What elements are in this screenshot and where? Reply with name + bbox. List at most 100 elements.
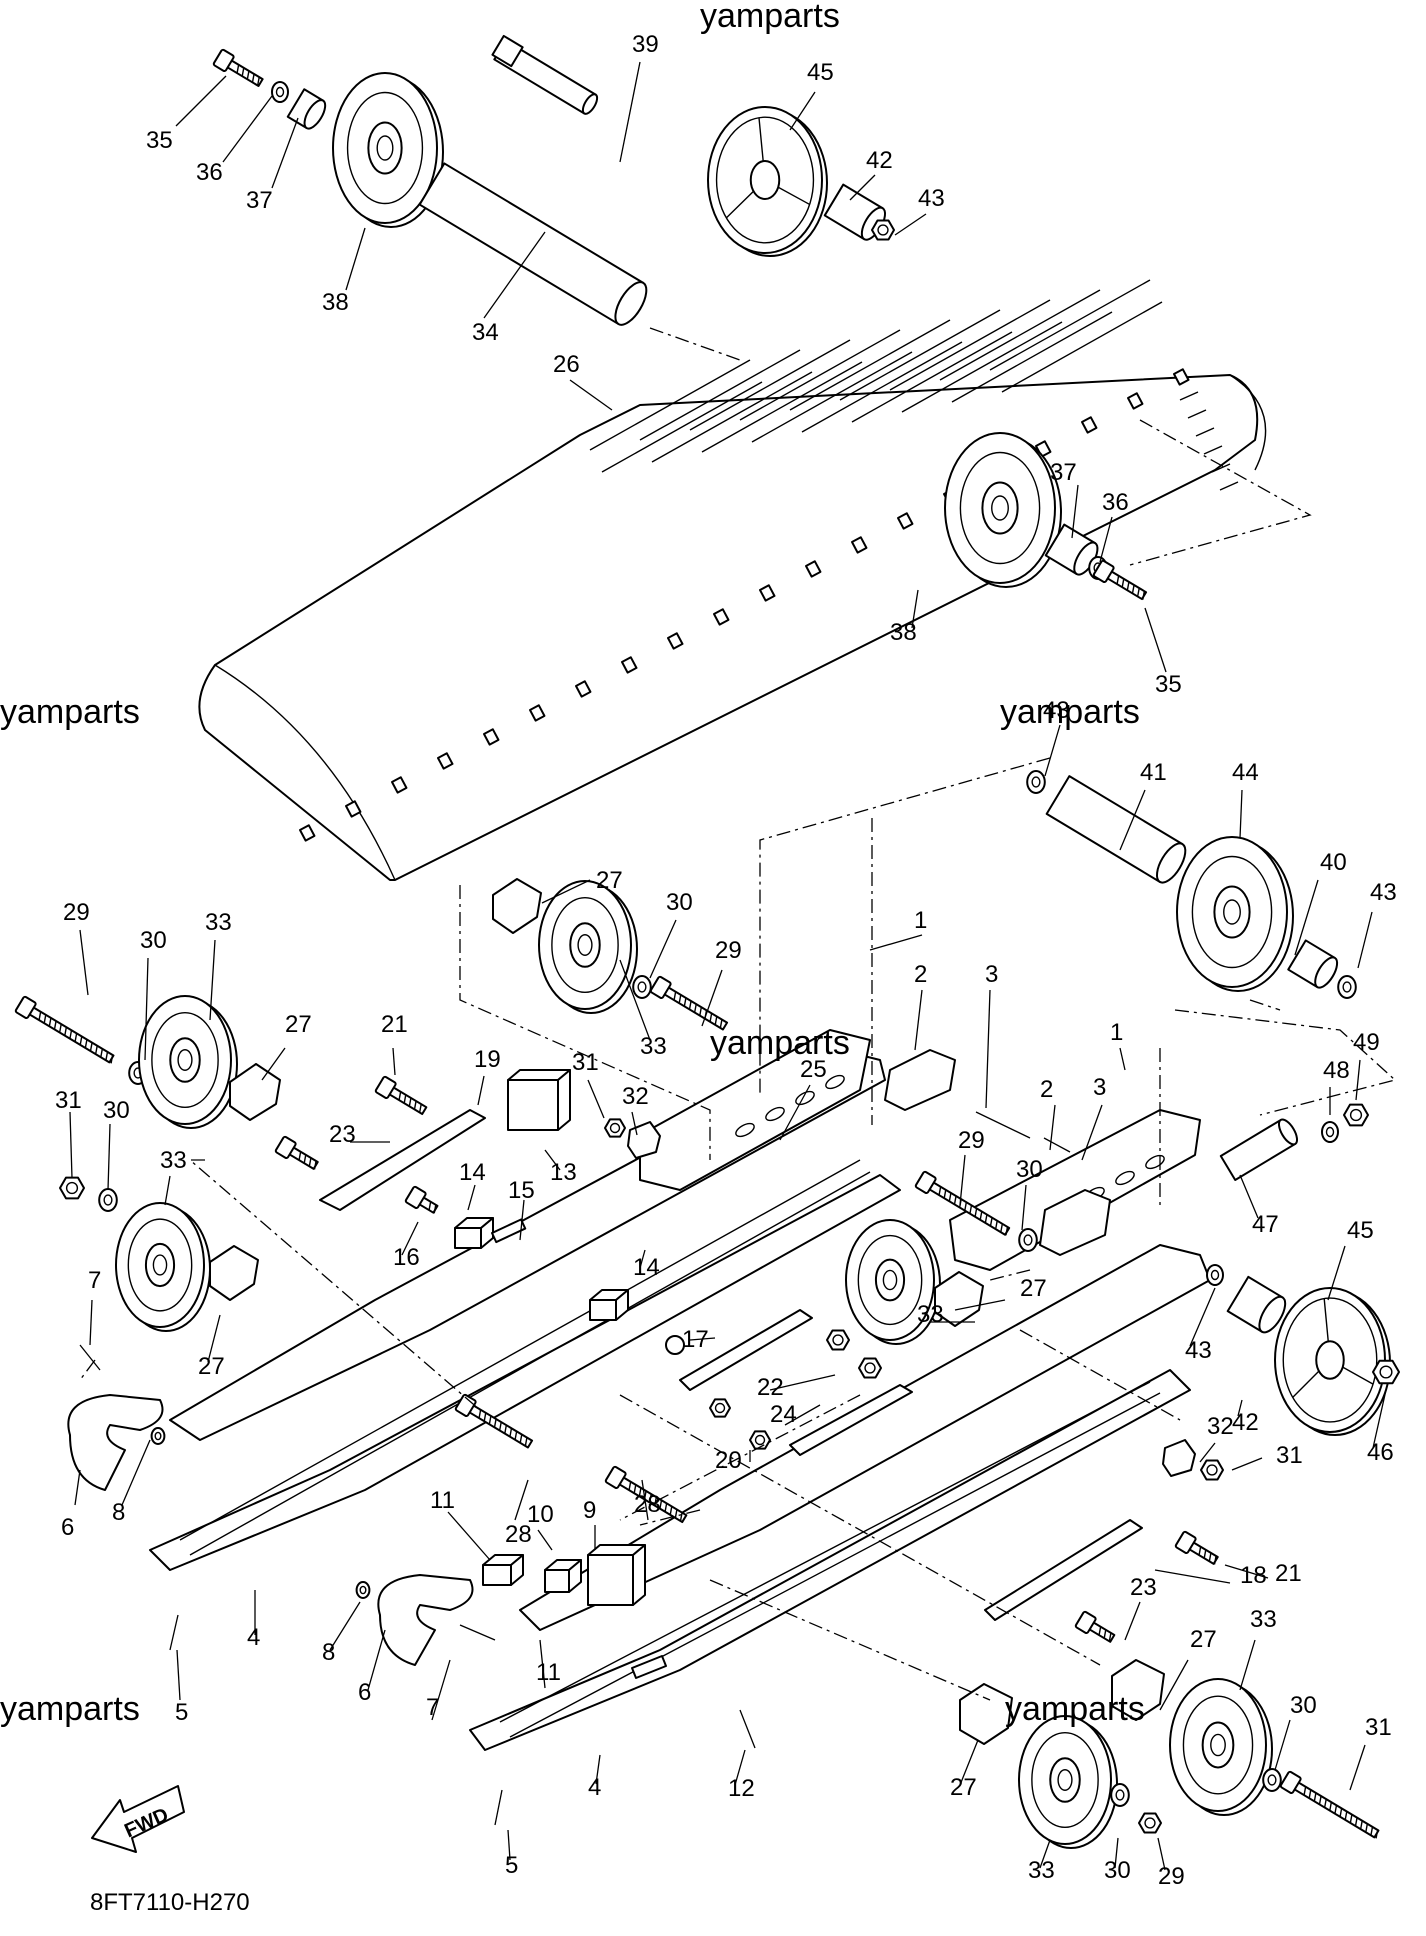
bolt-35-top-thread (246, 70, 250, 80)
callout-number: 33 (1250, 1606, 1277, 1633)
nut-24-b-hole (754, 1434, 766, 1446)
callout-number: 32 (622, 1083, 649, 1110)
track-belt-rear-curve (1229, 374, 1267, 471)
bolt-28-left-head (454, 1393, 477, 1418)
callout-leader (595, 1754, 601, 1785)
callout-leader (271, 117, 299, 189)
callout-leader (541, 879, 591, 904)
callout-leader (431, 1659, 451, 1721)
bolt-35-rear-head (1092, 559, 1115, 584)
arm-24 (789, 1384, 913, 1456)
callout-number: 8 (112, 1499, 125, 1526)
track-cleat (1001, 301, 1163, 393)
callout-leader (467, 1184, 476, 1211)
bolt-23-right-head (1074, 1610, 1097, 1635)
bracket-14-lower (589, 1289, 629, 1321)
bolt-28-left-thread (519, 1434, 523, 1443)
callout-leader (1239, 1639, 1256, 1691)
washer-30-bottom-right (1262, 1768, 1282, 1792)
collar-42-lower (1226, 1275, 1287, 1334)
bolt-29-mid-thread (974, 1208, 978, 1217)
callout-leader (779, 1084, 811, 1141)
callout-number: 8 (322, 1639, 335, 1666)
shaft-47-end (1277, 1118, 1299, 1146)
callout-number: 1 (914, 907, 927, 934)
callout-number: 27 (596, 867, 623, 894)
callout-leader (619, 959, 651, 1041)
callout-leader (1357, 911, 1373, 969)
track-lug (667, 632, 684, 650)
track-lug (805, 560, 822, 578)
callout-leader (175, 75, 227, 127)
callout-number: 17 (682, 1326, 709, 1353)
callout-leader (144, 957, 149, 1061)
nut-49-hex (1343, 1103, 1369, 1127)
wheel-33-bottom-right-hub (1201, 1721, 1235, 1769)
callout-number: 11 (430, 1487, 455, 1514)
pin-3-right (1043, 1137, 1071, 1153)
callout-leader (1049, 1104, 1056, 1151)
runner-slider-6-left (67, 1394, 164, 1491)
washer-8-right-outer (355, 1581, 371, 1599)
bolt-29-bottom-thread (1359, 1820, 1363, 1830)
runner-slider-6-right (377, 1574, 474, 1666)
idler-wheel-45-top-inner (715, 116, 815, 244)
track-cleat (801, 341, 963, 433)
callout-number: 45 (1347, 1217, 1374, 1244)
alignment-line (989, 1269, 1031, 1281)
wheel-33-bottom-left-groove (1031, 1731, 1099, 1829)
shaft-47 (1219, 1118, 1299, 1182)
bolt-21-left (374, 1075, 428, 1116)
collar-37-rear (1044, 523, 1099, 576)
nut-24-b (749, 1430, 771, 1450)
bracket-27-bottom-right (1111, 1659, 1165, 1721)
callout-leader (74, 1469, 81, 1506)
bolt-28-right-thread (638, 1487, 642, 1497)
callout-number: 24 (770, 1401, 797, 1428)
callout-leader (1099, 516, 1113, 563)
bolt-35-top-shank (224, 58, 264, 88)
track-lug (345, 800, 362, 818)
nut-22-a (826, 1329, 850, 1351)
bracket-27-left-lower (209, 1245, 259, 1301)
callout-number: 42 (866, 147, 893, 174)
callout-number: 27 (198, 1353, 225, 1380)
callout-number: 23 (329, 1121, 356, 1148)
bolt-16-thread (428, 1201, 432, 1211)
bolt-29-mid-thread (979, 1211, 983, 1220)
nut-24-b-hex (749, 1430, 771, 1450)
watermark: yamparts (700, 0, 840, 35)
callout-number: 29 (1158, 1863, 1185, 1890)
bolt-21-right-thread (1208, 1552, 1212, 1562)
bolt-29-bottom-thread (1334, 1805, 1338, 1814)
nut-31-right-hex (1200, 1459, 1224, 1481)
bolt-29-bottom-thread (1318, 1795, 1322, 1805)
fwd-arrow-icon: FWD (91, 1785, 185, 1853)
callout-number: 29 (63, 899, 90, 926)
alignment-line (188, 1159, 481, 1411)
callout-leader (1274, 1719, 1291, 1771)
track-cleat (739, 329, 901, 421)
callout-number: 10 (527, 1501, 554, 1528)
wheel-33-center (538, 880, 638, 1014)
bolt-28-right-thread (659, 1500, 663, 1509)
callout-leader (209, 939, 216, 1021)
bolt-29-center-thread (678, 994, 682, 1004)
damper-block-13 (507, 1069, 571, 1131)
wheel-33-left-lower-groove (127, 1218, 193, 1312)
callout-leader (392, 1047, 396, 1076)
callout-leader (769, 1374, 836, 1391)
washer-36-top (271, 81, 289, 103)
idler-wheel-38-top-bore (376, 135, 394, 161)
bolt-21-left-thread (413, 1100, 417, 1110)
callout-leader (483, 231, 546, 319)
idler-wheel-45-lower-inner (1282, 1297, 1378, 1423)
callout-leader (1239, 1174, 1259, 1219)
idler-wheel-38-rear-hub (981, 481, 1019, 535)
track-cleat (639, 349, 801, 441)
wheel-33-mid-bore (882, 1269, 898, 1291)
bolt-29-center-thread (693, 1003, 697, 1013)
slide-runner-4-right (469, 1369, 1191, 1751)
nut-24-a-hole (714, 1402, 726, 1414)
bracket-27-center (492, 878, 542, 934)
